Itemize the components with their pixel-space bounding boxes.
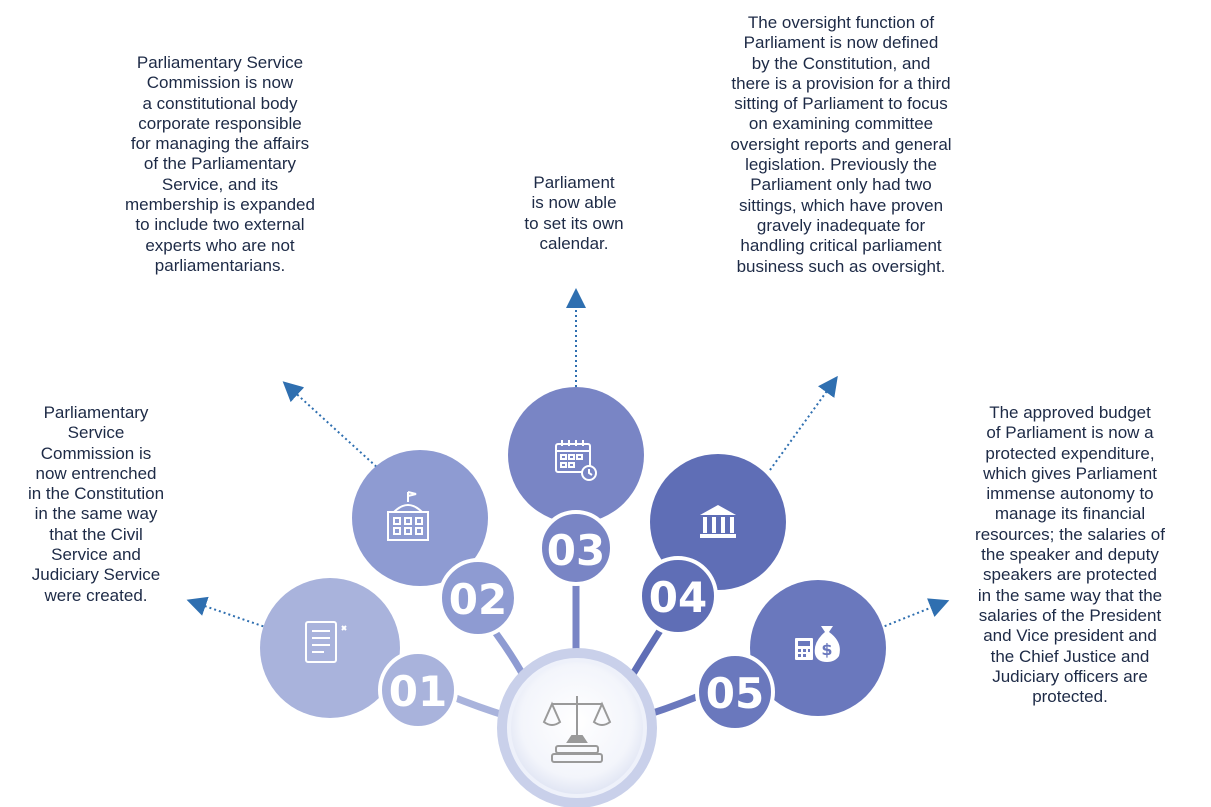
- petal-02-number: 02: [449, 575, 507, 624]
- institution-columns-icon: [700, 505, 736, 538]
- item-03-text: Parliament is now able to set its own ca…: [524, 173, 624, 253]
- petal-01: 01: [260, 578, 458, 730]
- petal-04: 04: [638, 454, 786, 636]
- parliament-building-icon: [387, 491, 429, 541]
- scales-of-justice-on-books-icon: [542, 696, 612, 763]
- petal-01-number: 01: [389, 667, 447, 716]
- arrow-02: [282, 381, 381, 471]
- arrow-04: [769, 375, 838, 471]
- arrow-05: [879, 598, 950, 629]
- item-02-text: Parliamentary Service Commission is now …: [125, 53, 315, 275]
- arrow-01: [186, 596, 269, 629]
- scroll-document-icon: [305, 621, 347, 663]
- petal-05-number: 05: [706, 669, 764, 718]
- petal-03: 03: [508, 387, 644, 586]
- item-04-text: The oversight function of Parliament is …: [730, 13, 952, 276]
- item-05-text: The approved budget of Parliament is now…: [975, 403, 1165, 707]
- petal-02: 02: [352, 450, 518, 638]
- petal-03-number: 03: [547, 526, 605, 575]
- item-01-text: Parliamentary Service Commission is now …: [27, 403, 165, 605]
- central-hub: [497, 648, 657, 807]
- petal-05: 05 $: [695, 580, 886, 732]
- petal-04-number: 04: [649, 573, 707, 622]
- svg-text:$: $: [821, 640, 832, 659]
- calendar-clock-icon: [555, 440, 597, 481]
- money-bag-calculator-icon: $: [795, 626, 840, 662]
